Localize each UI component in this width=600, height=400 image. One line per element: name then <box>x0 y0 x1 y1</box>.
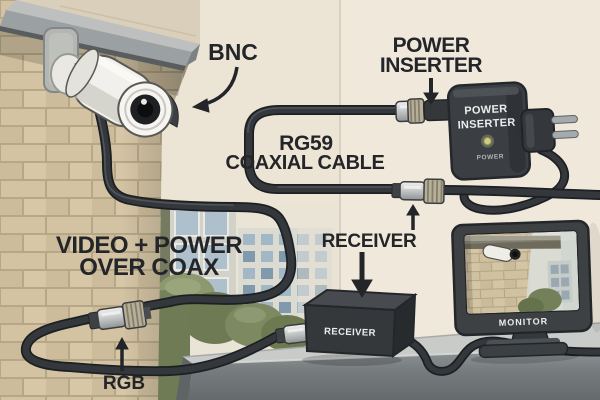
plug-prong-bottom <box>551 130 579 140</box>
power-inserter-connector <box>395 98 453 124</box>
monitor-screen-feed <box>464 231 580 314</box>
plug-prong-top <box>551 115 578 125</box>
bnc-label: BNC <box>208 39 258 65</box>
power-plug <box>515 107 579 153</box>
receiver-up-arrow-head <box>406 204 420 216</box>
receiver-down-arrow-head <box>351 279 373 298</box>
receiver-box: RECEIVER <box>302 288 418 366</box>
security-camera <box>65 48 174 138</box>
monitor: MONITOR <box>451 219 600 364</box>
power-plug-cable <box>459 145 569 215</box>
rg59-label-line1: RG59 <box>279 132 333 155</box>
power-inserter-label-line1: POWER <box>393 34 470 57</box>
rgb-arrow-head <box>115 336 129 350</box>
rgb-label: RGB <box>103 373 145 394</box>
power-led <box>483 137 492 146</box>
power-inserter-box: POWER INSERTER POWER <box>446 81 579 181</box>
rg59-coax-cable <box>244 105 600 200</box>
receiver-box-label: RECEIVER <box>324 326 376 339</box>
monitor-base <box>478 341 569 359</box>
rgb-connector <box>87 300 152 331</box>
power-inserter-box-line1: POWER <box>464 103 508 117</box>
power-inserter-box-line2: INSERTER <box>457 117 516 132</box>
power-inserter-arrow-head <box>423 92 439 105</box>
annotations <box>115 66 439 371</box>
power-inserter-label-line2: INSERTER <box>380 54 483 77</box>
power-inserter-power-small: POWER <box>476 153 504 161</box>
bnc-arrow <box>207 66 239 105</box>
receiver-label: RECEIVER <box>322 231 417 252</box>
bnc-arrow-head <box>191 98 210 113</box>
camera-coax-cable <box>21 105 335 377</box>
monitor-label: MONITOR <box>499 316 549 328</box>
coax-inline-connector <box>391 178 445 205</box>
video-power-label-line1: VIDEO + POWER <box>56 232 242 259</box>
rg59-label-line2: COAXIAL CABLE <box>226 152 385 174</box>
video-power-label-line2: OVER COAX <box>79 254 219 281</box>
